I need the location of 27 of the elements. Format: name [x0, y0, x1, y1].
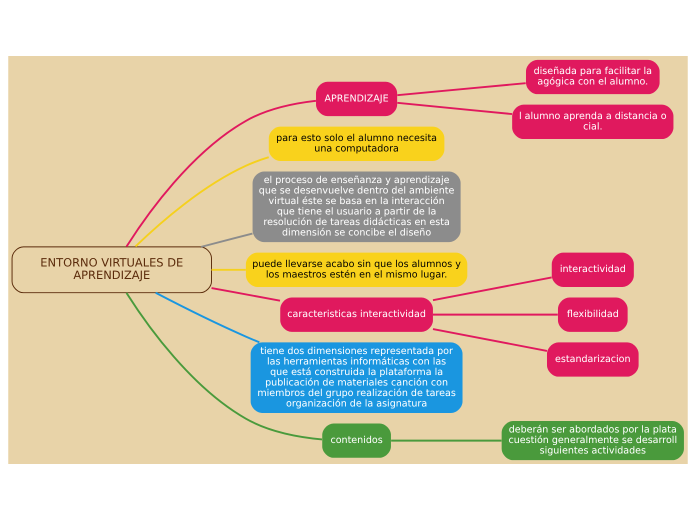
node-box: para esto solo el alumno necesita una computadora	[268, 126, 444, 161]
node-box: flexibilidad	[558, 297, 628, 332]
connector	[211, 287, 280, 302]
node-box: l alumno aprenda a distancia o cial.	[512, 104, 674, 140]
node-box: estandarizacion	[547, 342, 639, 377]
connector	[134, 156, 270, 248]
node-box: contenidos	[322, 423, 391, 458]
node-box: APRENDIZAJE	[316, 82, 398, 116]
node-box: diseñada para facilitar la agógica con el alumno.	[526, 60, 660, 94]
node-box: puede llevarse acabo sin que los alumnos y los maestros estén en el mismo lugar.	[246, 252, 468, 287]
node-box: caracteristicas interactividad	[280, 297, 433, 332]
connector	[397, 102, 512, 115]
connector	[432, 314, 558, 316]
node-box: interactividad	[552, 252, 634, 287]
connector	[432, 328, 548, 352]
connector	[200, 232, 253, 248]
connector	[126, 100, 316, 248]
connector	[432, 276, 552, 302]
node-box: el proceso de enseñanza y aprendizaje que se desenvuelve dentro del ambiente virtual éste se basa en la interacción que tiene el usuario a partir de la resolución de tareas didácticas en esta dimensión se concibe el diseño	[252, 171, 461, 242]
connector	[391, 440, 502, 442]
node-box: tiene dos dimensiones representada por las herramientas informáticas con las que está construida la plataforma la publicación de materiales canción con miembros del grupo realización de tareas organización de la asignatura	[250, 342, 463, 413]
connector	[126, 292, 322, 440]
node-box: deberán ser abordados por la plata cuestión generalmente se desarroll siguientes actividades	[502, 421, 684, 460]
connector	[397, 82, 526, 96]
connector	[155, 292, 260, 344]
node-box: ENTORNO VIRTUALES DE APRENDIZAJE	[12, 246, 212, 294]
connector	[212, 268, 246, 271]
